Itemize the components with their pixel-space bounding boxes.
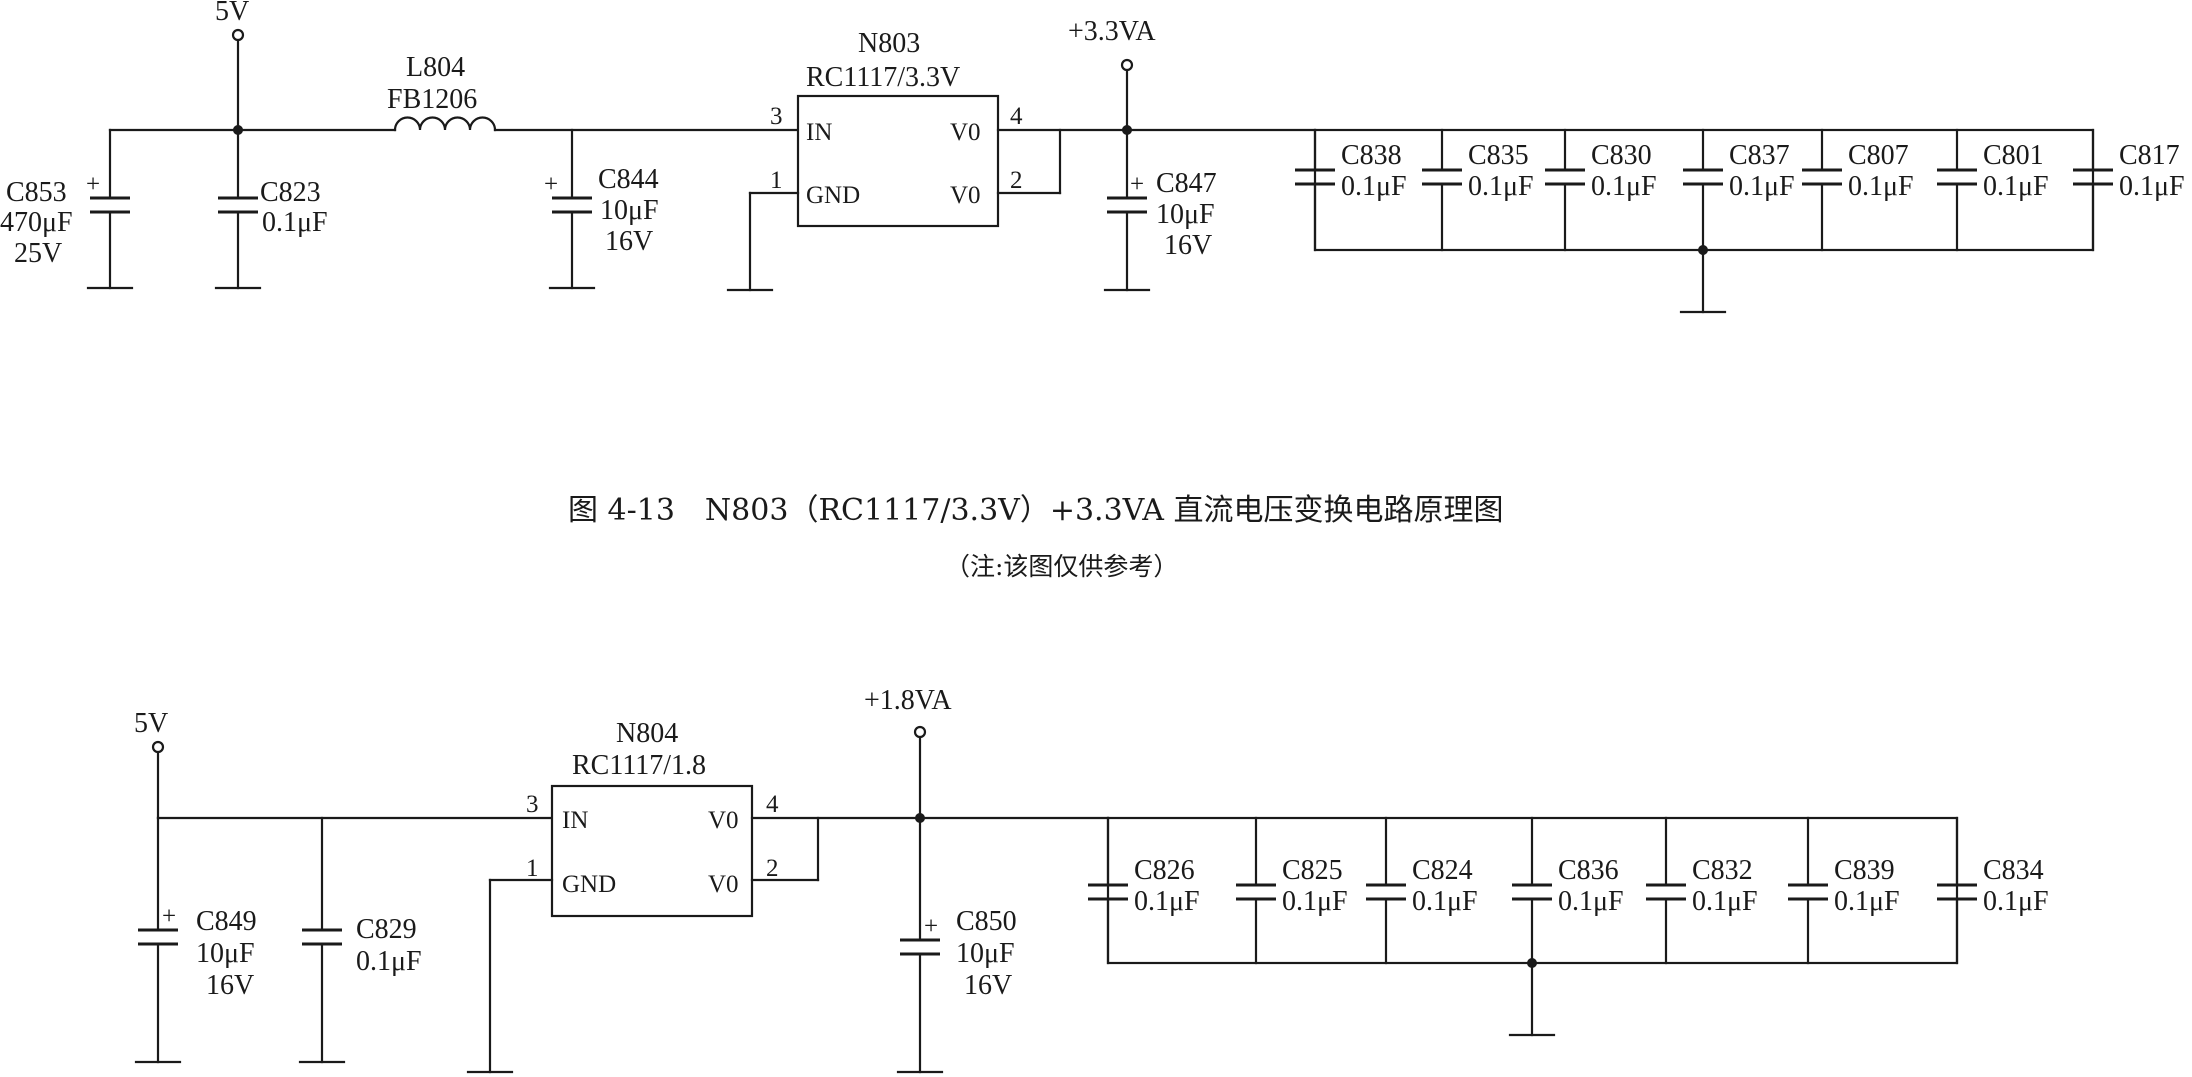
c837-value: 0.1μF [1729,171,1795,202]
bottom-18va-terminal [913,725,927,739]
regulator-n804-part: RC1117/1.8 [572,750,706,781]
c830-ref: C830 [1591,140,1652,171]
c832-value: 0.1μF [1692,886,1758,917]
inductor-l804-symbol [393,116,497,132]
c837-ref: C837 [1729,140,1790,171]
top-5v-label: 5V [215,0,249,27]
c801-value: 0.1μF [1983,171,2049,202]
c849-polarity-mark: + [162,903,176,930]
c832-ref: C832 [1692,855,1753,886]
top-circuit: 5V L804 FB1206 + C853 470μF 25V C823 0.1… [0,0,2185,314]
c801-ref: C801 [1983,140,2044,171]
c807-value: 0.1μF [1848,171,1914,202]
figure-caption-title: 图 4-13 N803（RC1117/3.3V）+3.3VA 直流电压变换电路原… [568,493,1504,528]
c853-voltage: 25V [14,238,62,269]
bottom-18va-label: +1.8VA [864,685,952,716]
c838-ref: C838 [1341,140,1402,171]
n804-pin-in-label: IN [562,807,588,834]
n803-pin-4-number: 4 [1010,103,1023,130]
c847-voltage: 16V [1164,230,1212,261]
c850-value: 10μF [956,938,1015,969]
n803-pin-3-number: 3 [770,103,783,130]
c823-value: 0.1μF [262,207,328,238]
n804-pin-1-number: 1 [526,855,539,882]
c839-ref: C839 [1834,855,1895,886]
c835-value: 0.1μF [1468,171,1534,202]
n803-pin-vo2-label: V0 [950,182,981,209]
c844-ref: C844 [598,164,659,195]
c853-polarity-mark: + [86,171,100,198]
n803-pin-1-number: 1 [770,167,783,194]
bottom-bank-capacitors: C8260.1μFC8250.1μFC8240.1μFC8360.1μFC832… [1088,816,2049,965]
bottom-5v-terminal [151,740,165,754]
regulator-n803-part: RC1117/3.3V [806,62,960,93]
c850-voltage: 16V [964,970,1012,1001]
c853-value: 470μF [0,207,73,238]
c844-polarity-mark: + [544,171,558,198]
regulator-n804-ref: N804 [616,718,678,749]
c847-polarity-mark: + [1130,171,1144,198]
bottom-5v-label: 5V [134,708,168,739]
c839-value: 0.1μF [1834,886,1900,917]
c824-ref: C824 [1412,855,1473,886]
c849-voltage: 16V [206,970,254,1001]
c807-ref: C807 [1848,140,1909,171]
c829-ref: C829 [356,914,417,945]
c838-value: 0.1μF [1341,171,1407,202]
c825-ref: C825 [1282,855,1343,886]
c853-ref: C853 [6,177,67,208]
n803-pin-vo1-label: V0 [950,119,981,146]
c826-value: 0.1μF [1134,886,1200,917]
c823-ref: C823 [260,177,321,208]
regulator-n804-body [550,784,754,918]
regulator-n803-body [796,94,1000,228]
c847-ref: C847 [1156,168,1217,199]
c847-value: 10μF [1156,199,1215,230]
c844-value: 10μF [600,195,659,226]
n803-pin-gnd-label: GND [806,182,860,209]
c836-ref: C836 [1558,855,1619,886]
top-33va-terminal [1120,58,1134,72]
c824-value: 0.1μF [1412,886,1478,917]
bottom-circuit: 5V + C849 10μF 16V C829 0.1μF N804 RC111… [134,685,2049,1074]
c834-ref: C834 [1983,855,2044,886]
c844-voltage: 16V [605,226,653,257]
top-33va-label: +3.3VA [1068,16,1156,47]
n804-pin-vo2-label: V0 [708,871,739,898]
regulator-n803-ref: N803 [858,28,920,59]
inductor-l804-value: FB1206 [387,84,477,115]
n804-pin-vo1-label: V0 [708,807,739,834]
n804-pin-3-number: 3 [526,791,539,818]
n804-pin-gnd-label: GND [562,871,616,898]
n804-pin-4-number: 4 [766,791,779,818]
c817-value: 0.1μF [2119,171,2185,202]
inductor-l804-ref: L804 [406,52,465,83]
top-5v-terminal [231,28,245,42]
c836-value: 0.1μF [1558,886,1624,917]
c835-ref: C835 [1468,140,1529,171]
c817-ref: C817 [2119,140,2180,171]
c850-ref: C850 [956,906,1017,937]
c825-value: 0.1μF [1282,886,1348,917]
top-bank-capacitors: C8380.1μFC8350.1μFC8300.1μFC8370.1μFC807… [1295,128,2185,252]
c826-ref: C826 [1134,855,1195,886]
n803-pin-2-number: 2 [1010,167,1023,194]
c849-value: 10μF [196,938,255,969]
figure-caption-note: （注:该图仅供参考） [945,552,1178,581]
c830-value: 0.1μF [1591,171,1657,202]
n804-pin-2-number: 2 [766,855,779,882]
c850-polarity-mark: + [924,913,938,940]
c849-ref: C849 [196,906,257,937]
c829-value: 0.1μF [356,946,422,977]
c834-value: 0.1μF [1983,886,2049,917]
n803-pin-in-label: IN [806,119,832,146]
